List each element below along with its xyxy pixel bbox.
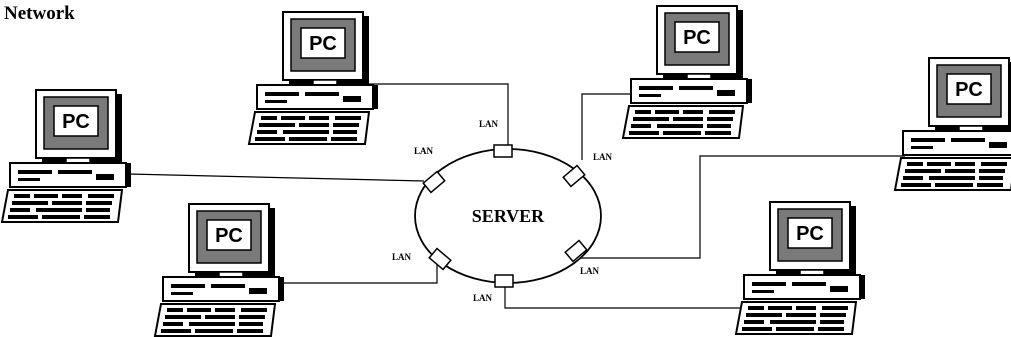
link-pc-top-left — [364, 83, 509, 145]
server-label: SERVER — [472, 206, 545, 226]
pc-label: PC — [955, 79, 983, 101]
lan-label-upper-right: LAN — [593, 152, 613, 162]
computer-bottom-left: PC — [154, 203, 285, 337]
pc-label: PC — [309, 33, 337, 55]
lan-label-lower-left: LAN — [392, 252, 412, 262]
computer-right: PC — [894, 57, 1011, 191]
link-pc-bottom-left — [270, 258, 438, 284]
computer-top-right: PC — [622, 5, 753, 139]
lan-label-lower-right: LAN — [580, 266, 600, 276]
link-pc-left — [127, 173, 425, 182]
lan-label-bottom: LAN — [473, 293, 493, 303]
pc-label: PC — [215, 225, 243, 247]
lan-label-upper-left: LAN — [414, 146, 434, 156]
link-pc-bottom-right — [504, 282, 748, 309]
link-pc-top-right — [581, 93, 634, 160]
computer-left: PC — [1, 89, 132, 223]
computer-top-left: PC — [248, 11, 379, 145]
connection-lines — [127, 83, 905, 309]
pc-label: PC — [683, 27, 711, 49]
pc-label: PC — [796, 223, 824, 245]
lan-label-top: LAN — [479, 119, 499, 129]
lan-port-bottom — [494, 274, 514, 288]
diagram-title: Network — [4, 3, 75, 24]
pc-label: PC — [62, 111, 90, 133]
lan-port-top — [493, 144, 513, 158]
link-pc-right — [576, 155, 905, 259]
computer-bottom-right: PC — [735, 201, 866, 335]
